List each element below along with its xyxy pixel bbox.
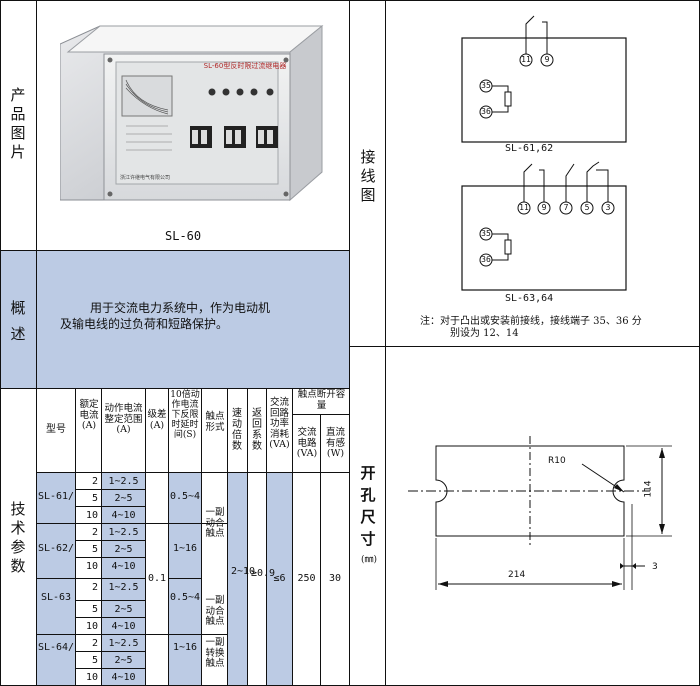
cutout-drawing xyxy=(400,420,690,600)
wiring-t9a: 9 xyxy=(544,55,550,64)
label-cutout: 开孔尺寸 xyxy=(360,464,376,548)
header-quick-multiple: 速动倍数 xyxy=(232,408,242,452)
header-return-coef: 返回系数 xyxy=(252,408,262,452)
wiring-t11a: 11 xyxy=(521,55,531,64)
delay-0: 0.5~4 xyxy=(169,491,201,502)
label-tech-params: 技术参数 xyxy=(10,500,26,575)
table-power-bg xyxy=(266,472,292,685)
quick-value: 2~10 xyxy=(231,566,255,577)
wiring-t36b: 36 xyxy=(481,255,491,264)
label-overview: 概述 xyxy=(10,299,26,343)
wiring-t5: 5 xyxy=(584,203,590,212)
wiring-t7: 7 xyxy=(563,203,569,212)
header-dc: 直流有感(W) xyxy=(325,427,345,459)
wiring-caption-1: SL-61,62 xyxy=(505,143,554,154)
wiring-diagram-2 xyxy=(460,158,630,298)
model-sl62: SL-62/ xyxy=(37,543,75,554)
contact-1: 一副动合触点 xyxy=(205,595,225,627)
header-power: 交流回路功率消耗(VA) xyxy=(269,397,290,450)
model-sl61: SL-61/ xyxy=(37,491,75,502)
wiring-t11b: 11 xyxy=(519,203,529,212)
product-photo xyxy=(59,22,325,212)
header-rated-current: 额定电流(A) xyxy=(79,399,99,431)
delay-1: 1~16 xyxy=(172,543,198,554)
header-tolerance: 级差(A) xyxy=(147,409,167,431)
product-caption: SL-60 xyxy=(165,229,202,243)
wiring-t35b: 35 xyxy=(481,229,491,238)
overview-content-bg xyxy=(37,251,349,388)
contact-0: 一副动合触点 xyxy=(205,507,225,539)
cutout-height: 114 xyxy=(643,480,654,498)
cutout-unit: (㎜) xyxy=(360,555,378,565)
header-breaking: 触点断开容量 xyxy=(297,389,346,411)
delay-3: 1~16 xyxy=(172,642,198,653)
ac-value: 250 xyxy=(297,573,316,584)
wiring-caption-2: SL-63,64 xyxy=(505,293,554,304)
overview-label-bg xyxy=(1,251,36,388)
header-setting-range: 动作电流整定范围(A) xyxy=(104,403,143,435)
panel-title: SL-60型反时限过流继电器 xyxy=(203,62,287,70)
label-product-image: 产品图片 xyxy=(10,86,26,161)
row-line-2 xyxy=(0,388,349,389)
wiring-t36a: 36 xyxy=(481,107,491,116)
tolerance-value: 0.1 xyxy=(147,573,167,584)
table-quick-bg xyxy=(227,472,247,685)
label-wiring: 接线图 xyxy=(360,148,376,204)
divider-main xyxy=(349,0,350,686)
cutout-radius: R10 xyxy=(548,456,566,466)
cutout-gap: 3 xyxy=(652,562,658,572)
overview-text: 用于交流电力系统中，作为电动机 及输电线的过负荷和短路保护。 xyxy=(60,301,271,331)
row-line-1 xyxy=(0,250,349,251)
wiring-t9b: 9 xyxy=(541,203,547,212)
power-value: ≤6 xyxy=(273,573,286,584)
header-ac: 交流电路(VA) xyxy=(296,427,318,459)
panel-maker: 浙江许继电气有限公司 xyxy=(120,175,171,181)
wiring-t35a: 35 xyxy=(481,81,491,90)
model-sl64: SL-64/ xyxy=(37,642,75,653)
wiring-note: 注：对于凸出或安装前接线，接线端子 35、36 分 别设为 12、14 xyxy=(420,316,642,339)
delay-2: 0.5~4 xyxy=(169,592,201,603)
border-left xyxy=(0,0,1,686)
divider-right-label xyxy=(385,0,386,686)
cutout-width: 214 xyxy=(508,570,526,580)
header-model: 型号 xyxy=(46,424,66,435)
divider-left-label xyxy=(36,0,37,686)
header-delay: 10倍动作电流下反限时延时间(S) xyxy=(170,390,200,440)
return-value: ≥0.9 xyxy=(251,568,276,579)
header-contact-form: 触点形式 xyxy=(205,411,225,433)
wiring-diagram-1 xyxy=(460,8,630,148)
row-line-right xyxy=(349,346,700,347)
contact-2: 一副转换触点 xyxy=(205,637,225,669)
wiring-t3: 3 xyxy=(605,203,611,212)
border-top xyxy=(0,0,700,1)
model-sl63: SL-63 xyxy=(40,592,72,603)
dc-value: 30 xyxy=(328,573,342,584)
